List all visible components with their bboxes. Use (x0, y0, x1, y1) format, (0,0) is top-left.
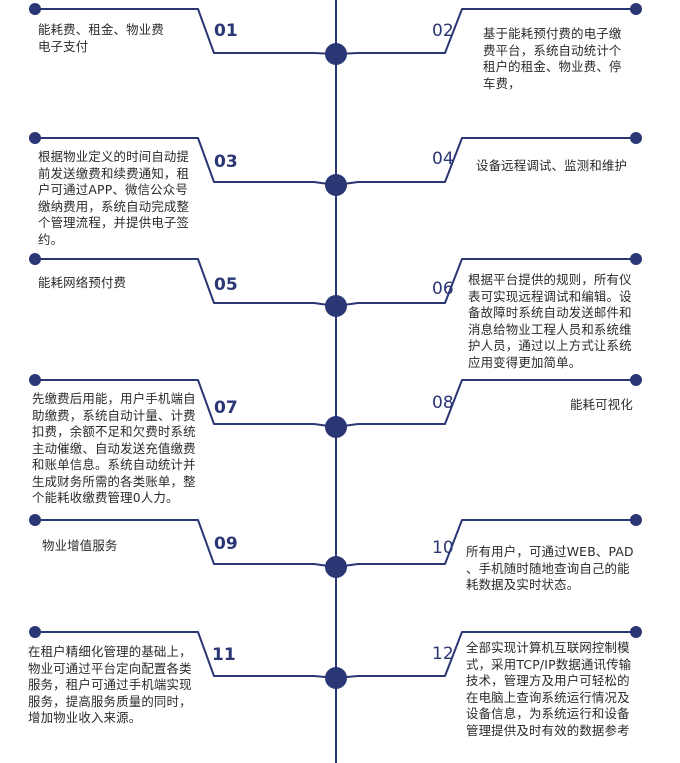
item-01-text: 能耗费、租金、物业费 电子支付 (38, 22, 164, 54)
item-10-number: 10 (432, 538, 454, 558)
center-node-01-02 (325, 43, 347, 65)
end-dot-right-4 (630, 514, 642, 526)
connector-left-0 (35, 8, 337, 55)
item-08-number: 08 (432, 393, 454, 413)
item-05-text: 能耗网络预付费 (38, 275, 127, 290)
connector-left-4 (35, 519, 337, 568)
item-08-text: 能耗可视化 (570, 397, 633, 412)
item-04-number: 04 (432, 149, 454, 169)
center-node-07-08 (325, 416, 347, 438)
item-11-text: 在租户精细化管理的基础上， 物业可通过平台定向配置各类 服务，租户可通过手机端实… (28, 644, 192, 725)
end-dot-right-3 (630, 374, 642, 386)
end-dot-left-4 (29, 514, 41, 526)
item-12-number: 12 (432, 644, 454, 664)
connector-right-0 (335, 8, 636, 55)
item-01-number: 01 (214, 21, 238, 41)
item-07-text: 先缴费后用能，用户手机端自 助缴费，系统自动计量、计费 扣费，余额不足和欠费时系… (32, 391, 196, 505)
end-dot-right-5 (630, 626, 642, 638)
item-12-text: 全部实现计算机互联网控制模 式，采用TCP/IP数据通讯传输 技术，管理方及用户… (466, 640, 632, 738)
item-04-text: 设备远程调试、监测和维护 (476, 158, 628, 173)
item-05-number: 05 (214, 275, 238, 295)
connector-left-3 (35, 379, 337, 428)
item-03-number: 03 (214, 152, 238, 172)
item-02-text: 基于能耗预付费的电子缴 费平台，系统自动统计个 租户的租金、物业费、停 车费， (483, 26, 622, 91)
item-10-text: 所有用户，可通过WEB、PAD 、手机随时随地查询自己的能 耗数据及实时状态。 (466, 544, 634, 592)
connector-right-4 (335, 519, 636, 568)
item-07-number: 07 (214, 398, 238, 418)
item-03-text: 根据物业定义的时间自动提 前发送缴费和续费通知，租 户可通过APP、微信公众号 … (38, 149, 190, 247)
end-dot-left-1 (29, 132, 41, 144)
connector-right-1 (335, 137, 636, 186)
center-node-09-10 (325, 556, 347, 578)
center-node-03-04 (325, 174, 347, 196)
end-dot-left-0 (29, 3, 41, 15)
end-dot-left-5 (29, 626, 41, 638)
connector-left-1 (35, 137, 337, 186)
connector-right-2 (335, 258, 636, 307)
item-09-number: 09 (214, 534, 238, 554)
item-06-text: 根据平台提供的规则，所有仪 表可实现远程调试和编辑。设 备故障时系统自动发送邮件… (468, 272, 632, 370)
connector-left-2 (35, 258, 337, 307)
item-06-number: 06 (432, 279, 454, 299)
end-dot-left-2 (29, 253, 41, 265)
center-node-05-06 (325, 295, 347, 317)
center-node-11-12 (325, 667, 347, 689)
end-dot-right-2 (630, 253, 642, 265)
item-02-number: 02 (432, 21, 454, 41)
end-dot-right-0 (630, 3, 642, 15)
item-09-text: 物业增值服务 (42, 538, 118, 553)
connector-right-3 (335, 379, 636, 428)
item-11-number: 11 (212, 645, 236, 665)
connector-left-5 (35, 631, 337, 679)
end-dot-right-1 (630, 132, 642, 144)
connector-right-5 (335, 631, 636, 679)
end-dot-left-3 (29, 374, 41, 386)
